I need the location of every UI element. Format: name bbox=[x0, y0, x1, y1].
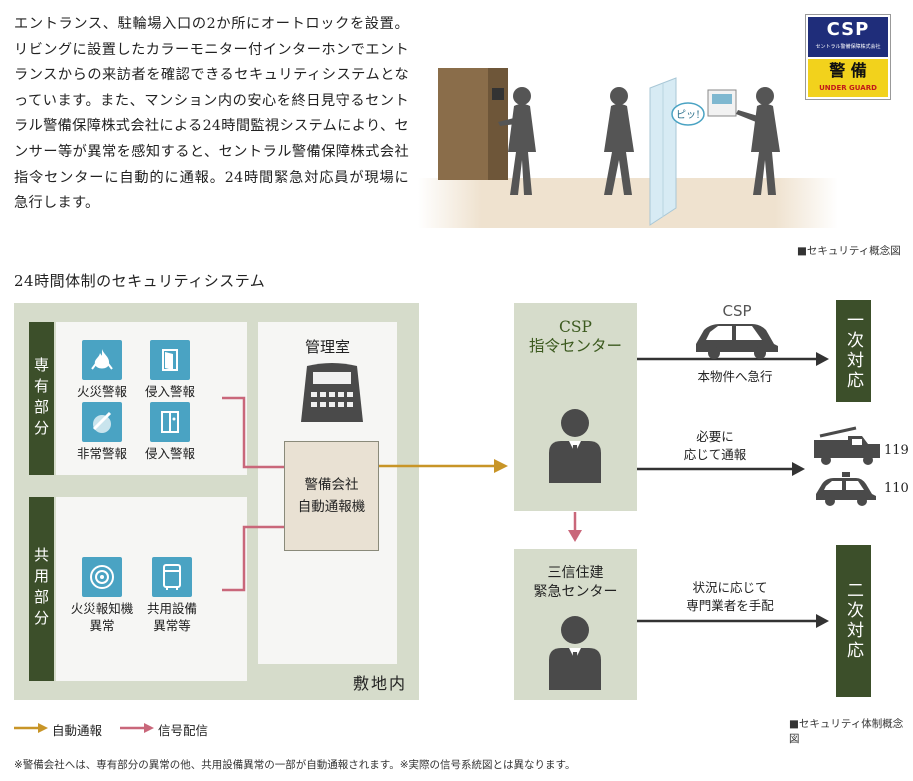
intro-paragraph: エントランス、駐輪場入口の2か所にオートロックを設置。リビングに設置したカラーモ… bbox=[14, 16, 409, 212]
window-intrusion-icon bbox=[150, 402, 190, 442]
private-area-label: 専有部分 bbox=[29, 322, 54, 475]
balloon-text: ピッ! bbox=[676, 109, 700, 121]
person-silhouette-3 bbox=[736, 87, 780, 195]
management-room-label: 管理室 bbox=[304, 338, 350, 356]
fire-alarm-icon bbox=[82, 340, 122, 380]
csp-center-label: CSP 指令センター bbox=[528, 318, 622, 355]
rush-label: 本物件へ急行 bbox=[697, 369, 773, 384]
legend-auto-label: 自動通報 bbox=[52, 723, 103, 738]
csp-car-label: CSP bbox=[722, 302, 752, 320]
premises-label: 敷地内 bbox=[353, 674, 408, 693]
report-label: 必要に 応じて通報 bbox=[683, 429, 747, 462]
first-response-box: 一次対応 bbox=[836, 300, 871, 402]
fire-truck-icon bbox=[814, 426, 880, 465]
auto-report-device-label: 警備会社 自動通報機 bbox=[297, 477, 366, 515]
police-number: 110 bbox=[884, 481, 909, 496]
person-silhouette-1 bbox=[498, 87, 536, 195]
private-item-label: 非常警報 bbox=[76, 446, 127, 461]
smoke-detector-icon bbox=[82, 557, 122, 597]
private-item-label: 侵入警報 bbox=[144, 384, 195, 399]
logo-english: UNDER GUARD bbox=[819, 84, 877, 92]
facility-equipment-icon bbox=[152, 557, 192, 597]
diagram-caption: ■セキュリティ体制概念図 bbox=[789, 718, 904, 745]
csp-logo: CSP セントラル警備保障株式会社 警 備 UNDER GUARD bbox=[805, 14, 891, 100]
private-item-label: 侵入警報 bbox=[144, 446, 195, 461]
common-item-label: 火災報知機 異常 bbox=[70, 601, 134, 633]
signal-line-common bbox=[222, 525, 284, 592]
logo-kanji: 警 備 bbox=[829, 61, 867, 80]
csp-car-icon bbox=[696, 324, 778, 359]
common-area-label: 共用部分 bbox=[29, 497, 54, 681]
second-response-box: 二次対応 bbox=[836, 545, 871, 697]
footnote: ※警備会社へは、専有部分の異常の他、共用設備異常の一部が自動通報されます。※実際… bbox=[14, 759, 576, 771]
operator-icon bbox=[549, 616, 601, 690]
sound-balloon bbox=[671, 102, 705, 126]
diagram-title: 24時間体制のセキュリティシステム bbox=[14, 272, 266, 290]
auto-report-device-box bbox=[284, 441, 379, 551]
common-item-label: 共用設備 異常等 bbox=[146, 601, 197, 633]
sanshin-center-label: 三信住建 緊急センター bbox=[533, 565, 618, 600]
signal-line-private bbox=[222, 396, 284, 469]
dispatch-label: 状況に応じて 専門業者を手配 bbox=[686, 580, 774, 613]
person-silhouette-2 bbox=[604, 87, 634, 195]
fire-number: 119 bbox=[884, 443, 909, 458]
door-intrusion-icon bbox=[150, 340, 190, 380]
police-car-icon bbox=[816, 472, 876, 506]
emergency-button-icon bbox=[82, 402, 122, 442]
logo-mark: CSP bbox=[826, 19, 870, 40]
control-panel-icon bbox=[297, 360, 367, 426]
legend-signal-label: 信号配信 bbox=[158, 723, 209, 738]
private-item-label: 火災警報 bbox=[76, 384, 127, 399]
security-illustration: ピッ! bbox=[418, 68, 838, 228]
operator-icon bbox=[549, 409, 601, 483]
logo-subtext: セントラル警備保障株式会社 bbox=[815, 44, 881, 50]
illustration-caption: ■セキュリティ概念図 bbox=[797, 245, 901, 257]
